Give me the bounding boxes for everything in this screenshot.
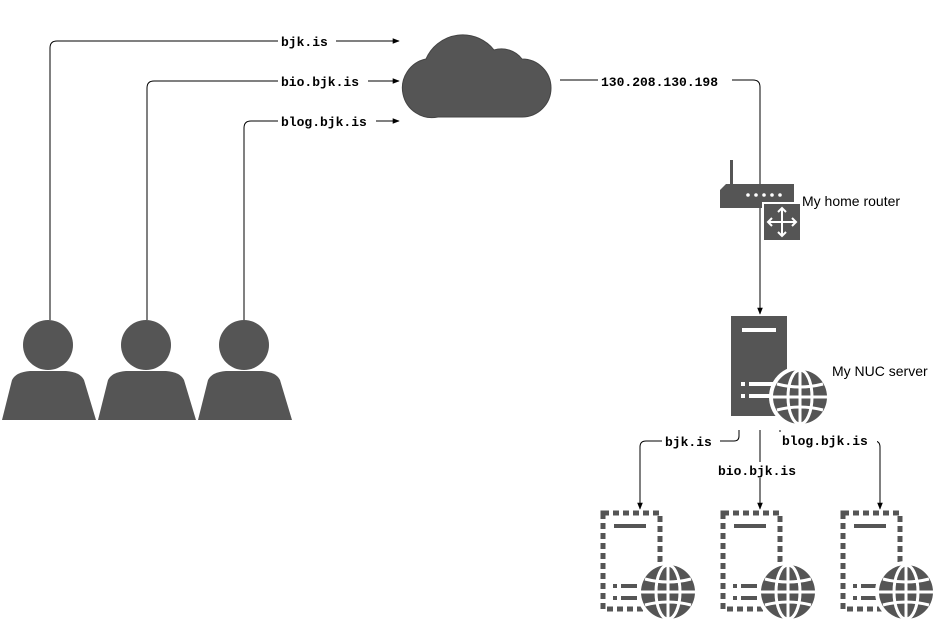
svg-text:bjk.is: bjk.is [665,435,712,450]
svg-text:bjk.is: bjk.is [281,35,328,50]
vhost-server-icon [720,510,821,622]
server-icon [731,316,833,430]
svg-text:blog.bjk.is: blog.bjk.is [782,434,868,449]
svg-text:blog.bjk.is: blog.bjk.is [281,115,367,130]
users-group-icon [2,320,292,420]
svg-text:bio.bjk.is: bio.bjk.is [718,464,796,479]
svg-text:bio.bjk.is: bio.bjk.is [281,75,359,90]
uplink-label: 130.208.130.198 [598,72,732,90]
vhost-link-label-bio: bio.bjk.is [715,462,805,479]
router-icon [720,160,802,242]
link-label-bjk: bjk.is [278,33,336,50]
vhost-server-icon [600,510,701,622]
router-label: My home router [802,193,900,209]
user-icon [98,320,196,420]
cloud-icon [401,34,552,119]
vhost-server-icon [840,510,939,622]
vhost-link-label-blog: blog.bjk.is [779,432,877,449]
user-icon [198,320,292,420]
svg-text:130.208.130.198: 130.208.130.198 [601,75,718,90]
link-label-bio: bio.bjk.is [278,73,368,90]
vhost-link-label-bjk: bjk.is [662,433,720,450]
connector-blog [243,118,400,320]
connector-bjk [49,38,400,320]
connector-bio [146,78,400,320]
uplink-connector [560,79,763,315]
user-icon [2,320,96,420]
link-label-blog: blog.bjk.is [278,113,376,130]
server-label: My NUC server [832,363,928,379]
